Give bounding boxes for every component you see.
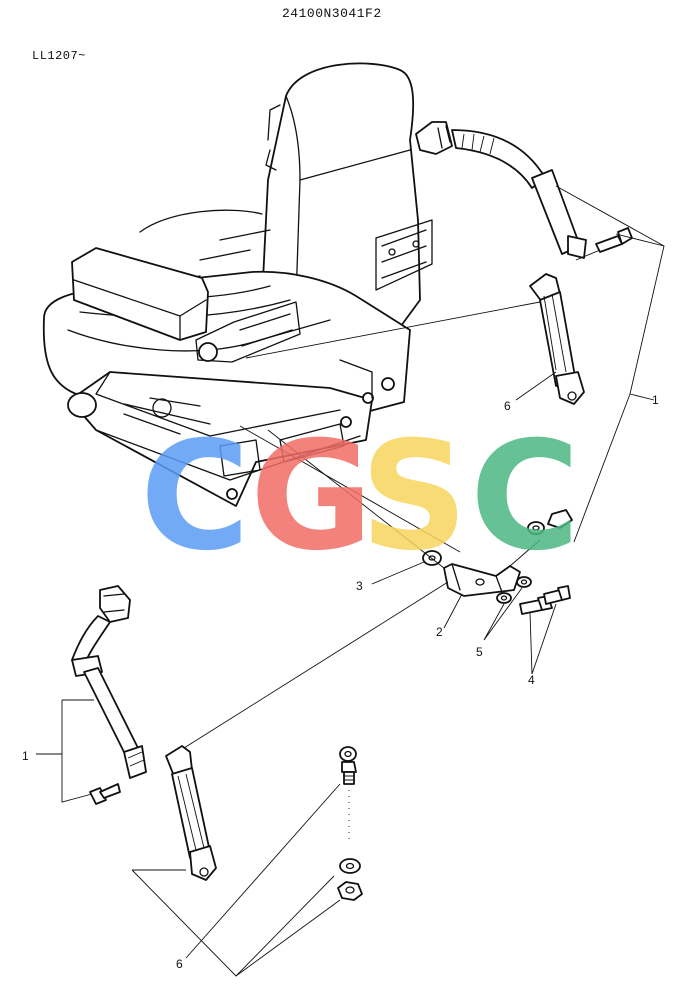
watermark-letter: G <box>250 410 373 584</box>
bolt-left <box>89 783 121 805</box>
callout-1-right: 1 <box>652 393 659 407</box>
belt-strap-left <box>165 745 217 881</box>
watermark-letter: S <box>360 410 468 584</box>
callout-2: 2 <box>436 625 443 639</box>
callout-6-upper: 6 <box>504 399 511 413</box>
seat-armrest <box>71 247 209 341</box>
seat-illustration <box>42 62 433 507</box>
watermark-letter: C <box>140 410 250 584</box>
callout-5: 5 <box>476 645 483 659</box>
anchor-bracket <box>443 563 521 597</box>
seat-suspension-base <box>69 371 373 507</box>
callout-3: 3 <box>356 579 363 593</box>
belt-retractor-upper <box>415 121 587 259</box>
bolt-upper-right <box>595 227 633 253</box>
leader-lines <box>36 185 665 977</box>
watermark-letter: C <box>470 410 580 584</box>
nut-lower <box>337 881 363 901</box>
seat-backrest <box>261 62 421 331</box>
document-code: 24100N3041F2 <box>282 6 382 21</box>
serial-range: LL1207~ <box>32 49 86 63</box>
bolts-4 <box>519 585 571 615</box>
eye-bolt <box>339 746 357 840</box>
belt-retractor-left <box>71 585 147 779</box>
washer-lower <box>339 858 361 874</box>
belt-strap-right <box>529 273 585 405</box>
washers-5 <box>496 576 532 604</box>
nut-right <box>527 509 573 535</box>
callout-4: 4 <box>528 673 535 687</box>
callout-6-lower: 6 <box>176 957 183 971</box>
callout-1-left: 1 <box>22 749 29 763</box>
